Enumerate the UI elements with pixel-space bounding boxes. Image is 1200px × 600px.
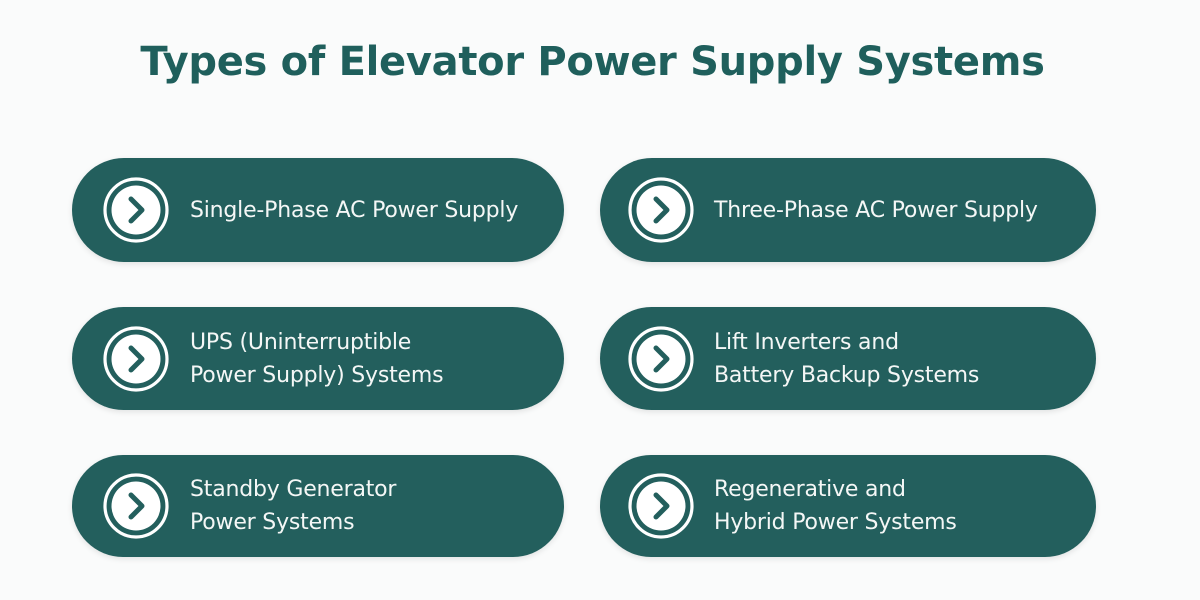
item-label: Lift Inverters and Battery Backup System… [714, 326, 979, 392]
item-label-line: Battery Backup Systems [714, 362, 980, 388]
item-label-line: Regenerative and [714, 477, 906, 502]
item-label-line: UPS (Uninterruptible [190, 329, 412, 355]
item-label-line: Hybrid Power Systems [714, 510, 957, 535]
item-label-line: Lift Inverters and [714, 329, 899, 355]
chevron-right-circle-icon [103, 473, 169, 539]
item-label-line: Power Systems [190, 510, 355, 535]
item-ups-systems[interactable]: UPS (Uninterruptible Power Supply) Syste… [72, 307, 564, 410]
item-regenerative-hybrid[interactable]: Regenerative and Hybrid Power Systems [600, 455, 1096, 557]
page-title: Types of Elevator Power Supply Systems [140, 39, 1045, 85]
item-label: Regenerative and Hybrid Power Systems [714, 473, 957, 539]
item-standby-generator[interactable]: Standby Generator Power Systems [72, 455, 564, 557]
item-label: UPS (Uninterruptible Power Supply) Syste… [190, 326, 444, 392]
item-label-line: Three-Phase AC Power Supply [714, 197, 1038, 223]
chevron-right-circle-icon [103, 325, 169, 392]
chevron-right-circle-icon [628, 473, 694, 539]
item-single-phase-ac[interactable]: Single-Phase AC Power Supply [72, 158, 564, 262]
chevron-right-circle-icon [103, 177, 169, 243]
item-label-line: Standby Generator [190, 477, 397, 502]
chevron-right-circle-icon [628, 325, 694, 392]
item-label: Single-Phase AC Power Supply [190, 194, 518, 227]
item-label: Standby Generator Power Systems [190, 473, 396, 539]
item-label-line: Single-Phase AC Power Supply [190, 197, 519, 223]
item-three-phase-ac[interactable]: Three-Phase AC Power Supply [600, 158, 1096, 262]
chevron-right-circle-icon [628, 177, 694, 243]
item-lift-inverters-battery-backup[interactable]: Lift Inverters and Battery Backup System… [600, 307, 1096, 410]
item-label: Three-Phase AC Power Supply [714, 194, 1038, 227]
item-label-line: Power Supply) Systems [190, 362, 444, 388]
